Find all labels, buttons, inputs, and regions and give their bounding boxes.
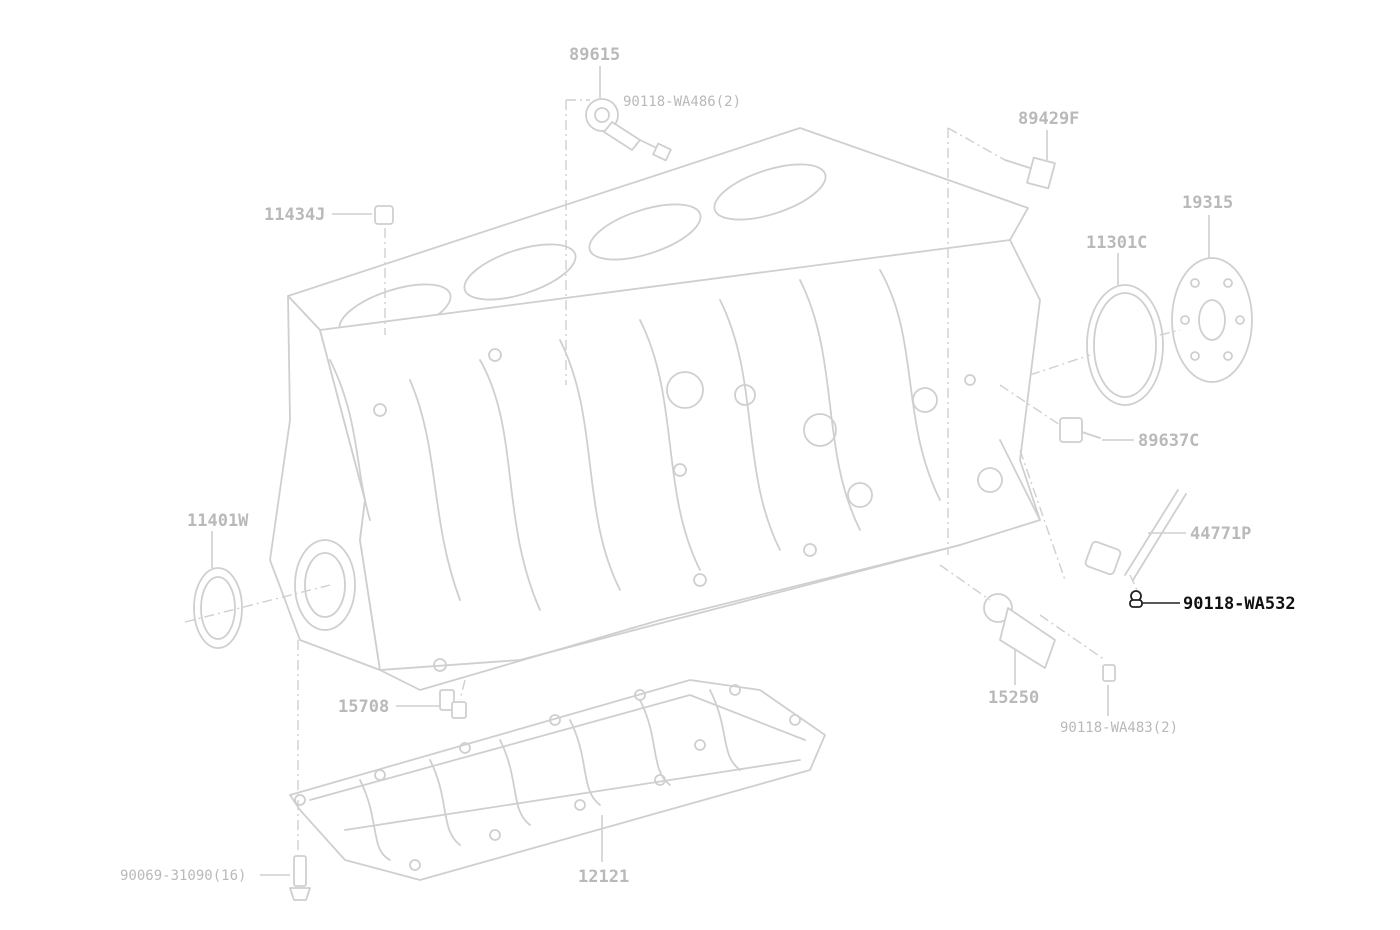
part-label-11434j[interactable]: 11434J — [264, 205, 325, 225]
tube-44771p-illustration — [1084, 489, 1187, 581]
part-label-12121[interactable]: 12121 — [578, 867, 629, 887]
part-label-89637c[interactable]: 89637C — [1138, 431, 1199, 451]
sensor-89429f-illustration — [1004, 156, 1056, 190]
knock-sensor-89615-illustration — [585, 98, 672, 162]
leader-lines — [211, 66, 1210, 876]
part-label-44771p[interactable]: 44771P — [1190, 524, 1251, 544]
oil-pan-illustration — [289, 679, 826, 881]
part-label-11301c[interactable]: 11301C — [1086, 233, 1147, 253]
seal-11301c-illustration — [1086, 284, 1164, 406]
fitting-15708-illustration — [439, 689, 467, 719]
engine-block-illustration — [269, 127, 1041, 691]
part-label-90069-31090[interactable]: 90069-31090(16) — [120, 868, 246, 884]
assembly-lines — [184, 99, 1181, 852]
part-label-90118-wa486[interactable]: 90118-WA486(2) — [623, 94, 741, 110]
part-labels: 89615 90118-WA486(2) 89429F 11434J 19315… — [120, 45, 1296, 887]
sensor-15250-illustration — [983, 593, 1056, 669]
part-label-11401w[interactable]: 11401W — [187, 511, 249, 531]
part-label-15708[interactable]: 15708 — [338, 697, 389, 717]
part-label-89615[interactable]: 89615 — [569, 45, 620, 65]
plate-19315-illustration — [1171, 257, 1253, 383]
sensor-89637c-illustration — [1059, 417, 1101, 443]
seal-11401w-illustration — [193, 567, 243, 649]
bolt-90118-wa483-illustration — [1102, 664, 1116, 682]
part-label-15250[interactable]: 15250 — [988, 688, 1039, 708]
part-label-19315[interactable]: 19315 — [1182, 193, 1233, 213]
bolt-90069-illustration — [289, 855, 311, 901]
highlighted-part-90118-wa532[interactable] — [1129, 590, 1180, 608]
part-label-90118-wa532[interactable]: 90118-WA532 — [1183, 594, 1296, 614]
part-label-89429f[interactable]: 89429F — [1018, 109, 1079, 129]
plug-11434j-illustration — [374, 205, 394, 225]
part-label-90118-wa483[interactable]: 90118-WA483(2) — [1060, 720, 1178, 736]
